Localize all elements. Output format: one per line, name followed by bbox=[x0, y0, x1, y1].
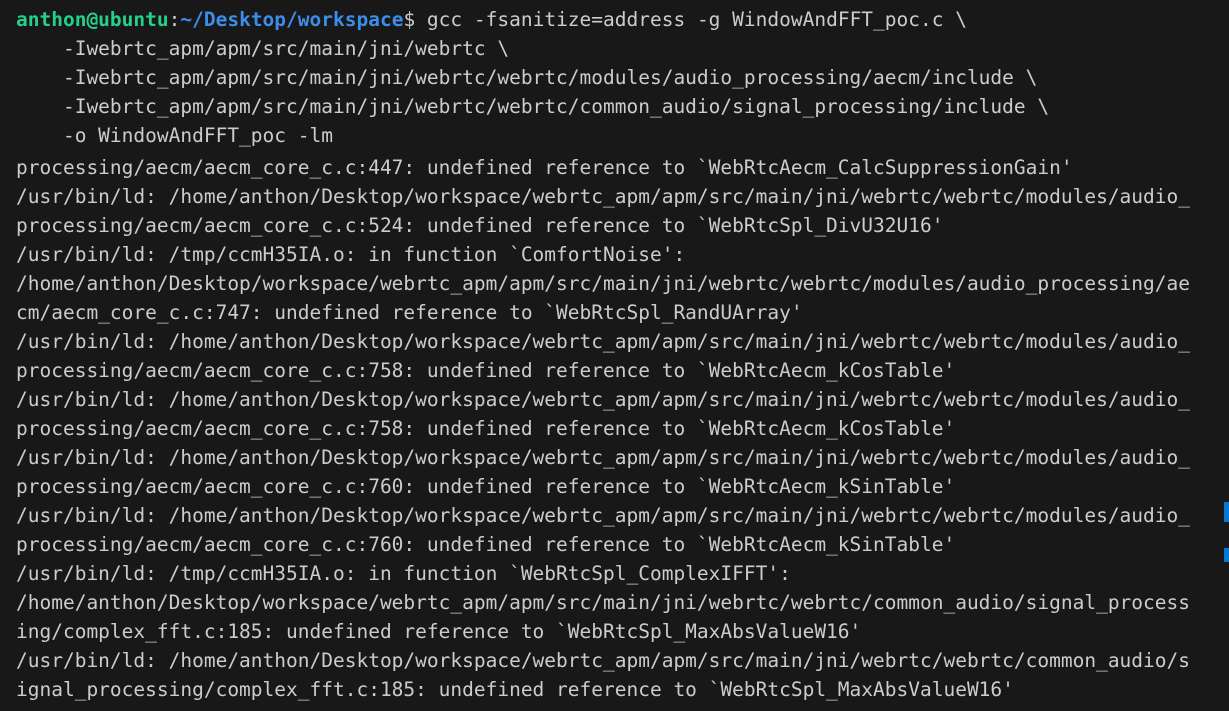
command-continuation: -Iwebrtc_apm/apm/src/main/jni/webrtc/web… bbox=[16, 95, 1050, 118]
output-line: /home/anthon/Desktop/workspace/webrtc_ap… bbox=[16, 272, 1190, 295]
prompt-user-host: anthon@ubuntu bbox=[16, 8, 169, 31]
output-line: /usr/bin/ld: /tmp/ccmH35IA.o: in functio… bbox=[16, 562, 791, 585]
screenshot-seam bbox=[0, 148, 1229, 150]
output-area: processing/aecm/aecm_core_c.c:447: undef… bbox=[0, 150, 1229, 711]
command-text: gcc -fsanitize=address -g WindowAndFFT_p… bbox=[415, 8, 967, 31]
command-continuation: -Iwebrtc_apm/apm/src/main/jni/webrtc/web… bbox=[16, 66, 1038, 89]
output-line: processing/aecm/aecm_core_c.c:760: undef… bbox=[16, 533, 956, 556]
prompt-path: ~/Desktop/workspace bbox=[180, 8, 404, 31]
command-continuation: -o WindowAndFFT_poc -lm bbox=[16, 124, 333, 147]
output-line: ignal_processing/complex_fft.c:185: unde… bbox=[16, 678, 1014, 701]
command-continuation: -Iwebrtc_apm/apm/src/main/jni/webrtc \ bbox=[16, 37, 510, 60]
output-line: ing/complex_fft.c:185: undefined referen… bbox=[16, 620, 862, 643]
prompt-separator: : bbox=[168, 8, 181, 31]
output-line: /usr/bin/ld: /home/anthon/Desktop/worksp… bbox=[16, 185, 1190, 208]
prompt-line: anthon@ubuntu:~/Desktop/workspace$ gcc -… bbox=[16, 5, 967, 34]
command-area: anthon@ubuntu:~/Desktop/workspace$ gcc -… bbox=[0, 0, 1229, 150]
output-line: /usr/bin/ld: /home/anthon/Desktop/worksp… bbox=[16, 388, 1190, 411]
output-line: processing/aecm/aecm_core_c.c:760: undef… bbox=[16, 475, 956, 498]
output-line: cm/aecm_core_c.c:747: undefined referenc… bbox=[16, 301, 803, 324]
prompt-dollar: $ bbox=[403, 8, 416, 31]
output-line: processing/aecm/aecm_core_c.c:524: undef… bbox=[16, 214, 944, 237]
output-line: /usr/bin/ld: /home/anthon/Desktop/worksp… bbox=[16, 504, 1190, 527]
scrollbar-marker[interactable] bbox=[1224, 548, 1229, 562]
output-line: processing/aecm/aecm_core_c.c:758: undef… bbox=[16, 359, 956, 382]
output-line: /usr/bin/ld: /tmp/ccmH35IA.o: in functio… bbox=[16, 243, 686, 266]
output-line: processing/aecm/aecm_core_c.c:758: undef… bbox=[16, 417, 956, 440]
output-line: /home/anthon/Desktop/workspace/webrtc_ap… bbox=[16, 591, 1190, 614]
output-line: /usr/bin/ld: /home/anthon/Desktop/worksp… bbox=[16, 446, 1190, 469]
output-line: /usr/bin/ld: /home/anthon/Desktop/worksp… bbox=[16, 330, 1190, 353]
scrollbar-marker[interactable] bbox=[1224, 502, 1229, 522]
output-line: processing/aecm/aecm_core_c.c:447: undef… bbox=[16, 156, 1073, 179]
output-line: /usr/bin/ld: /home/anthon/Desktop/worksp… bbox=[16, 649, 1190, 672]
